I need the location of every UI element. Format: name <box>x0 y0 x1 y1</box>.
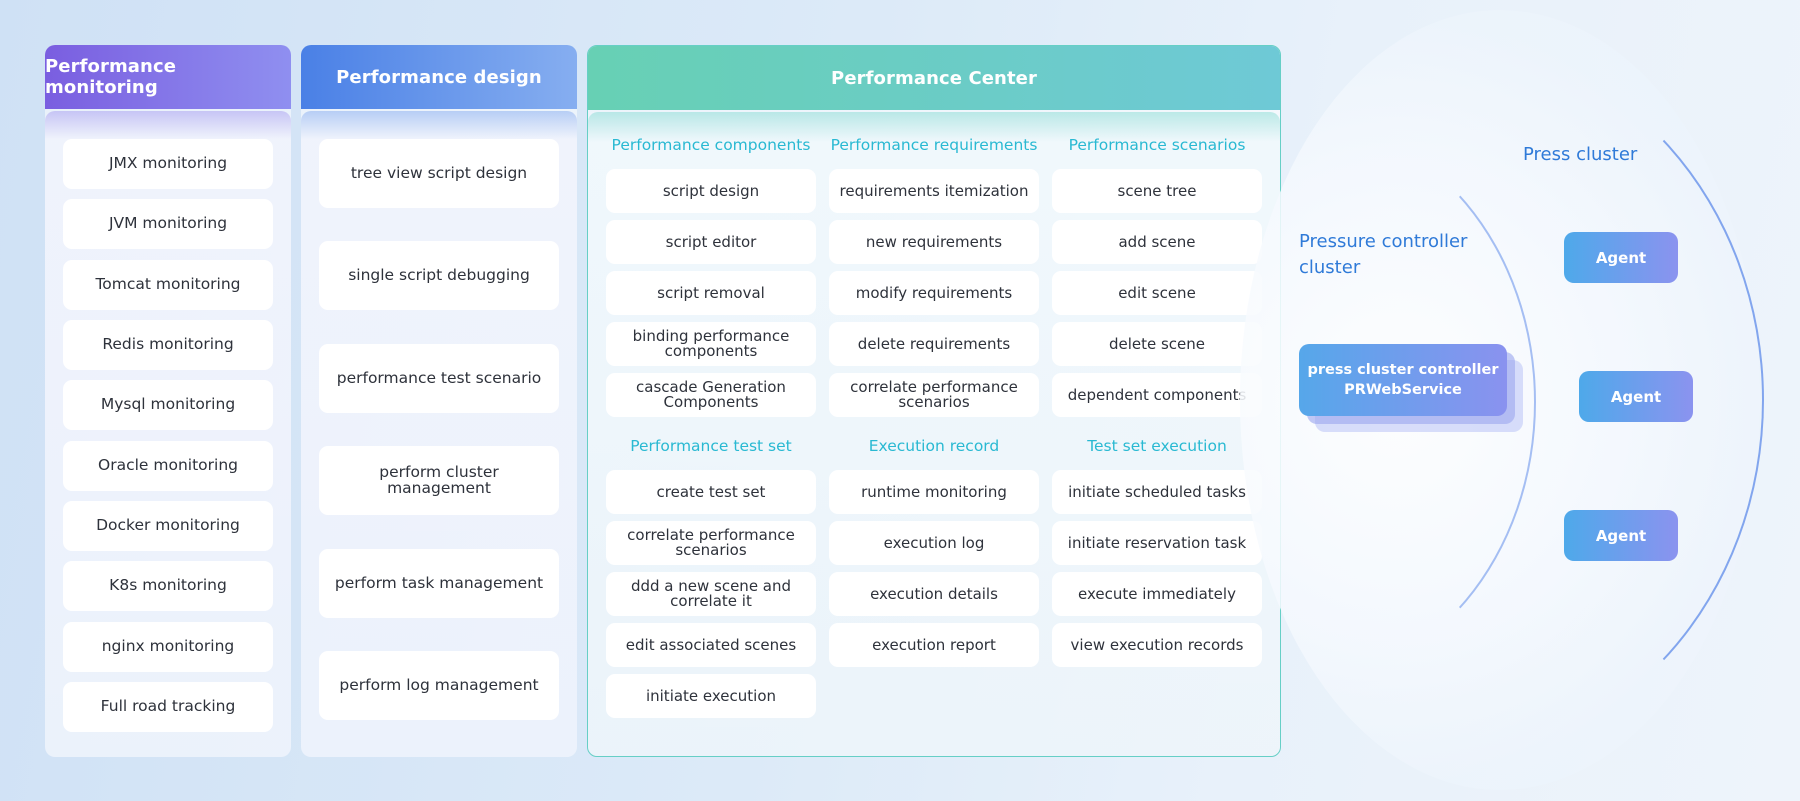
controller-line2: PRWebService <box>1344 382 1462 398</box>
agent-node: Agent <box>1564 232 1678 283</box>
monitoring-item: Oracle monitoring <box>63 441 273 491</box>
design-title: Performance design <box>301 45 577 109</box>
design-item: performance test scenario <box>319 344 559 413</box>
monitoring-column: Performance monitoring JMX monitoring JV… <box>45 45 291 757</box>
execution-record-item: execution log <box>829 521 1039 565</box>
test-set-item: create test set <box>606 470 816 514</box>
execution-record-item: runtime monitoring <box>829 470 1039 514</box>
component-item: binding performance components <box>606 322 816 366</box>
requirement-item: delete requirements <box>829 322 1039 366</box>
agent-node: Agent <box>1564 510 1678 561</box>
monitoring-item: Docker monitoring <box>63 501 273 551</box>
design-item: tree view script design <box>319 139 559 208</box>
agent-node: Agent <box>1579 371 1693 422</box>
monitoring-item: JVM monitoring <box>63 199 273 249</box>
monitoring-title: Performance monitoring <box>45 45 291 109</box>
test-set-item: initiate execution <box>606 674 816 718</box>
monitoring-item: Redis monitoring <box>63 320 273 370</box>
monitoring-item: K8s monitoring <box>63 561 273 611</box>
controller-cluster-arc <box>1062 120 1536 684</box>
component-item: script editor <box>606 220 816 264</box>
section-title: Performance requirements <box>830 136 1038 154</box>
center-title: Performance Center <box>588 46 1280 110</box>
controller-line1: press cluster controller <box>1307 362 1499 378</box>
design-item: perform cluster management <box>319 446 559 515</box>
component-item: script design <box>606 169 816 213</box>
execution-record-item: execution report <box>829 623 1039 667</box>
design-item: single script debugging <box>319 241 559 310</box>
design-item: perform log management <box>319 651 559 720</box>
component-item: cascade Generation Components <box>606 373 816 417</box>
execution-record-item: execution details <box>829 572 1039 616</box>
test-set-item: edit associated scenes <box>606 623 816 667</box>
requirement-item: correlate performance scenarios <box>829 373 1039 417</box>
test-set-item: ddd a new scene and correlate it <box>606 572 816 616</box>
monitoring-item: Tomcat monitoring <box>63 260 273 310</box>
controller-cluster-label: Pressure controller cluster <box>1299 231 1468 278</box>
press-cluster-label: Press cluster <box>1523 144 1638 165</box>
controller-node: press cluster controller PRWebService <box>1299 344 1529 434</box>
monitoring-item: Mysql monitoring <box>63 380 273 430</box>
section-title: Performance components <box>611 136 811 154</box>
component-item: script removal <box>606 271 816 315</box>
press-cluster-arc <box>1118 40 1764 760</box>
requirement-item: new requirements <box>829 220 1039 264</box>
test-set-item: correlate performance scenarios <box>606 521 816 565</box>
controller-box: press cluster controller PRWebService <box>1299 344 1507 416</box>
monitoring-item: JMX monitoring <box>63 139 273 189</box>
requirement-item: requirements itemization <box>829 169 1039 213</box>
design-column: Performance design tree view script desi… <box>301 45 577 757</box>
section-title: Execution record <box>868 437 1000 455</box>
design-item: perform task management <box>319 549 559 618</box>
section-title: Performance test set <box>630 437 792 455</box>
requirement-item: modify requirements <box>829 271 1039 315</box>
monitoring-item: nginx monitoring <box>63 622 273 672</box>
monitoring-item: Full road tracking <box>63 682 273 732</box>
